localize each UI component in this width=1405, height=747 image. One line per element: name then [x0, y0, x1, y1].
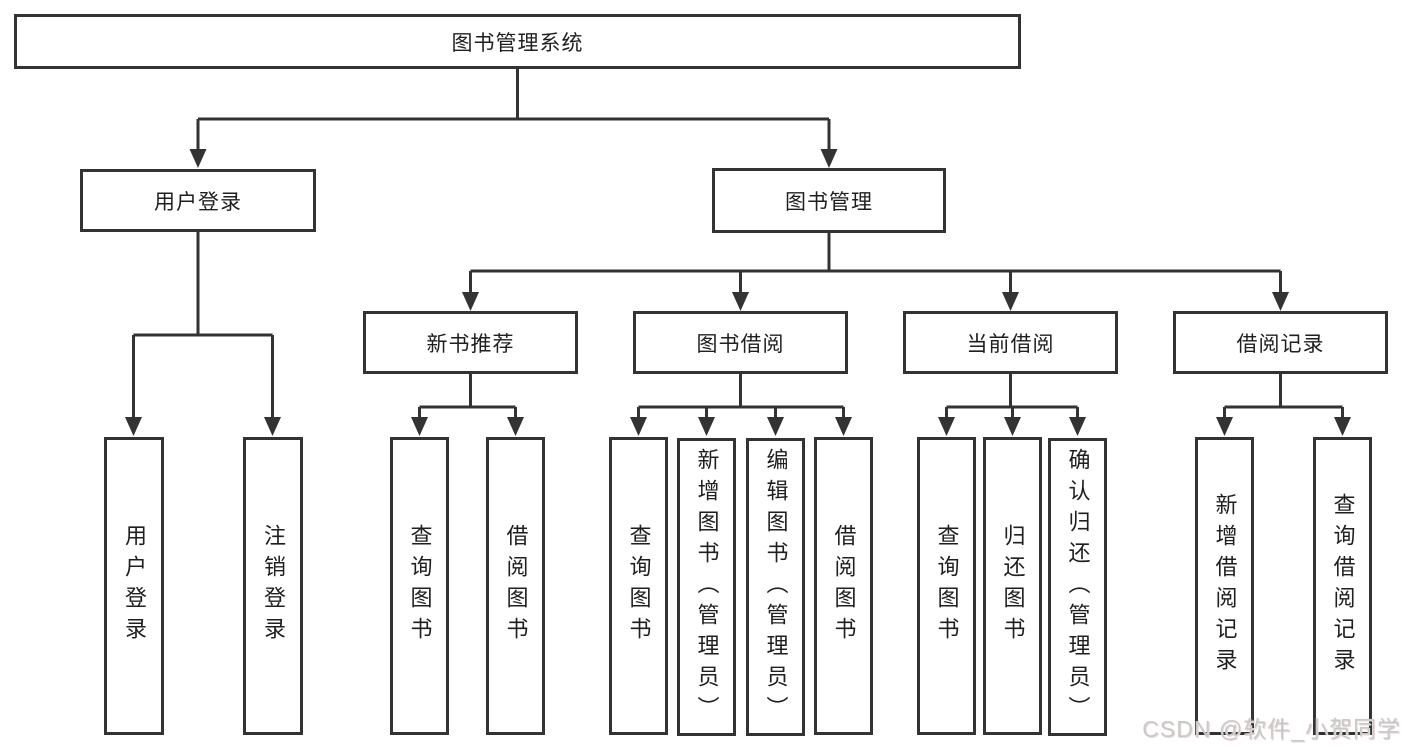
node-leaf-newbook-query: 查询图书: [390, 437, 449, 735]
node-newbook-recommend-label: 新书推荐: [426, 332, 515, 356]
connector-newbook-children: [411, 374, 524, 436]
node-leaf-label: 查询图书: [626, 524, 652, 648]
connector-current-children: [938, 374, 1086, 436]
csdn-watermark: CSDN @软件_小贺同学: [1142, 716, 1401, 742]
node-leaf-label: 借阅图书: [831, 524, 857, 648]
node-book-mgmt: 图书管理: [712, 168, 946, 233]
node-leaf-current-confirm: 确认归还（管理员）: [1048, 438, 1107, 736]
node-book-mgmt-label: 图书管理: [785, 190, 873, 214]
connector-record-children: [1216, 374, 1351, 436]
node-leaf-label: 注销登录: [261, 524, 286, 648]
node-leaf-label: 新增借阅记录: [1212, 493, 1238, 679]
node-root-label: 图书管理系统: [451, 31, 584, 55]
node-borrow-record-label: 借阅记录: [1236, 332, 1325, 356]
node-root: 图书管理系统: [14, 14, 1021, 69]
node-leaf-record-query: 查询借阅记录: [1313, 437, 1372, 735]
node-leaf-current-return: 归还图书: [983, 437, 1042, 735]
node-leaf-label: 借阅图书: [503, 524, 529, 648]
node-current-borrow-label: 当前借阅: [966, 332, 1055, 356]
node-borrow-record: 借阅记录: [1173, 311, 1388, 374]
node-leaf-label: 编辑图书（管理员）: [763, 447, 789, 727]
node-leaf-label: 用户登录: [122, 524, 147, 648]
node-user-login: 用户登录: [80, 169, 316, 232]
node-leaf-label: 新增图书（管理员）: [694, 447, 720, 727]
node-leaf-borrow-add: 新增图书（管理员）: [677, 438, 736, 736]
node-leaf-label: 查询图书: [934, 524, 960, 648]
node-leaf-user-login: 用户登录: [104, 437, 164, 735]
node-leaf-borrow-borrow: 借阅图书: [814, 437, 873, 735]
node-leaf-current-query: 查询图书: [917, 437, 976, 735]
node-leaf-label: 查询图书: [407, 524, 433, 648]
connector-root-to-level1: [189, 67, 838, 168]
connector-book-mgmt-to-level2: [462, 232, 1289, 311]
node-leaf-borrow-query: 查询图书: [609, 437, 668, 735]
node-leaf-label: 归还图书: [1000, 524, 1026, 648]
node-book-borrow-label: 图书借阅: [696, 332, 785, 356]
node-user-login-label: 用户登录: [154, 190, 242, 214]
node-leaf-record-add: 新增借阅记录: [1195, 437, 1254, 735]
node-leaf-newbook-borrow: 借阅图书: [486, 437, 545, 735]
connector-user-login-children: [125, 231, 281, 436]
node-leaf-label: 确认归还（管理员）: [1065, 447, 1091, 727]
node-leaf-borrow-edit: 编辑图书（管理员）: [746, 438, 805, 736]
node-newbook-recommend: 新书推荐: [363, 311, 578, 374]
connector-borrow-children: [630, 374, 852, 436]
node-current-borrow: 当前借阅: [903, 311, 1118, 374]
node-book-borrow: 图书借阅: [633, 311, 848, 374]
node-leaf-label: 查询借阅记录: [1330, 493, 1356, 679]
node-leaf-logout: 注销登录: [243, 437, 303, 735]
